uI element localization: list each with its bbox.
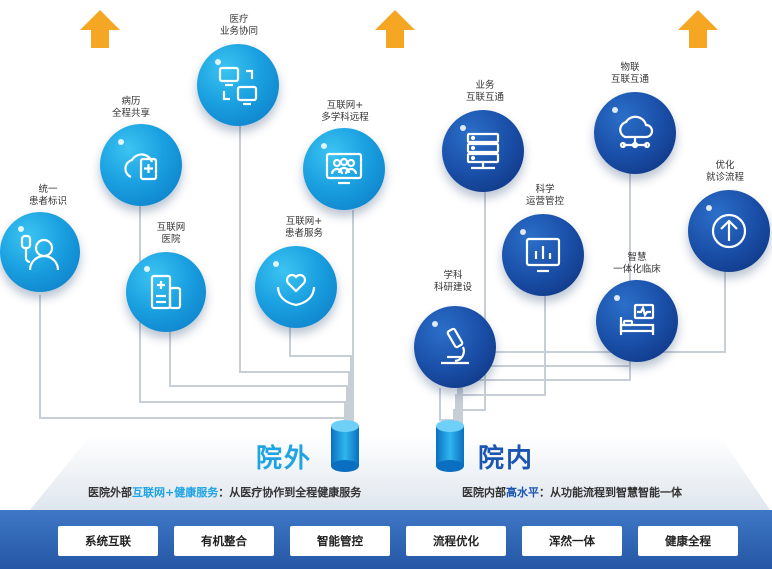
group-monitor-icon: [325, 152, 363, 185]
node-label: 病历全程共享: [111, 96, 150, 119]
node-label: 科学运营管控: [525, 184, 564, 207]
node-label: 智慧一体化临床: [613, 252, 661, 275]
patient-id-icon: [20, 234, 60, 271]
tag-flow-optimize: 流程优化: [406, 526, 506, 556]
node-remote-mdt[interactable]: [303, 128, 385, 210]
node-medical-collaboration[interactable]: [197, 44, 279, 126]
node-label: 统一患者标识: [28, 184, 67, 207]
tag-full-health: 健康全程: [638, 526, 738, 556]
platform-stage: [30, 436, 770, 510]
inner-subtitle: 医院内部高水平：从功能流程到智慧智能一体: [462, 486, 682, 499]
up-arrow-icon: [678, 10, 718, 48]
node-records-sharing[interactable]: [100, 124, 182, 206]
node-label: 优化就诊流程: [705, 160, 744, 183]
node-label: 业务互联互通: [465, 80, 504, 103]
node-label: 物联互联互通: [610, 62, 649, 85]
bar-chart-icon: [525, 237, 561, 273]
node-research[interactable]: [414, 306, 496, 388]
up-arrow-icon: [375, 10, 415, 48]
node-clinical[interactable]: [596, 280, 678, 362]
node-patient-id[interactable]: [0, 212, 80, 292]
devices-icon: [218, 66, 258, 106]
inner-title: 院内: [478, 444, 535, 474]
microscope-icon: [441, 327, 469, 365]
node-business-interop[interactable]: [442, 110, 524, 192]
node-label: 学科科研建设: [433, 270, 472, 293]
right-pillar: [436, 420, 464, 472]
upload-circle-icon: [711, 213, 747, 249]
node-iot-interop[interactable]: [594, 92, 676, 174]
outer-title: 院外: [256, 444, 313, 474]
tag-organic-integration: 有机整合: [174, 526, 274, 556]
node-internet-hospital[interactable]: [126, 252, 206, 332]
node-visit-flow[interactable]: [688, 190, 770, 272]
tag-smart-control: 智能管控: [290, 526, 390, 556]
cloud-clipboard-icon: [124, 153, 158, 181]
outer-subtitle: 医院外部互联网+健康服务：从医疗协作到全程健康服务: [88, 486, 362, 499]
node-operations[interactable]: [502, 214, 584, 296]
node-label: 互联网+多学科远程: [321, 100, 369, 123]
node-patient-service[interactable]: [255, 246, 337, 328]
tag-seamless: 浑然一体: [522, 526, 622, 556]
heart-hands-icon: [276, 273, 316, 307]
up-arrow-icon: [80, 10, 120, 48]
node-label: 医疗业务协同: [219, 14, 258, 37]
cloud-network-icon: [619, 115, 654, 149]
hospital-bed-icon: [619, 303, 655, 335]
server-icon: [466, 132, 500, 170]
node-label: 互联网+患者服务: [284, 216, 323, 239]
left-pillar: [331, 420, 359, 472]
hospital-building-icon: [150, 274, 182, 310]
tag-system-interconnect: 系统互联: [58, 526, 158, 556]
node-label: 互联网医院: [156, 222, 186, 245]
